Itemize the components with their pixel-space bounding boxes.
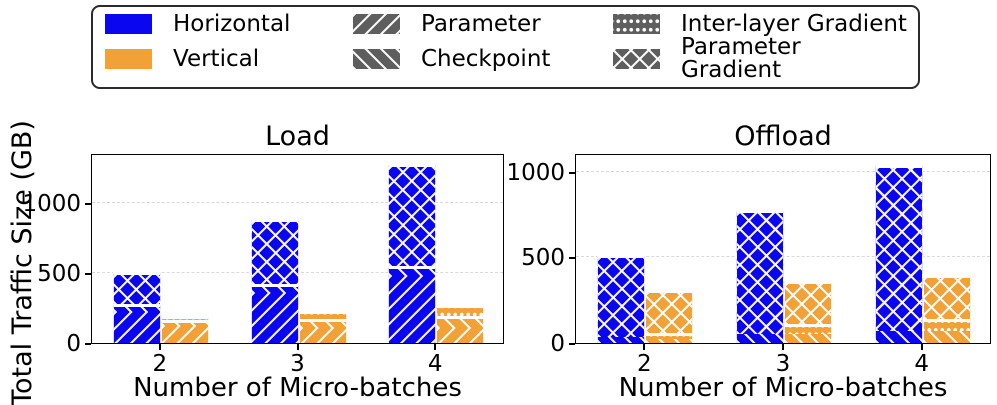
vertical-parameter-gradient-segment xyxy=(784,281,832,325)
horizontal-parameter-gradient-segment xyxy=(874,165,923,332)
horizontal-parameter-gradient-segment xyxy=(597,254,646,338)
horizontal-checkpoint-segment xyxy=(112,303,161,312)
vertical-checkpoint-segment xyxy=(436,316,485,329)
legend-item-inter-layer-gradient: Inter-layer Gradient xyxy=(613,10,908,37)
horizontal-checkpoint-segment xyxy=(874,331,923,343)
horizontal-parameter-gradient-segment xyxy=(250,218,299,285)
vertical-bar-2 xyxy=(645,153,694,343)
load-plot-title: Load xyxy=(265,121,330,152)
y-tick-mark xyxy=(85,343,91,345)
x-tick-mark xyxy=(920,344,923,350)
vertical-checkpoint-segment xyxy=(160,319,209,327)
horizontal-checkpoint-segment xyxy=(736,333,784,343)
gridline-y-1000 xyxy=(92,202,503,204)
y-tick-label: 500 xyxy=(521,245,565,272)
vertical-bar-4 xyxy=(922,153,971,343)
y-tick-label: 500 xyxy=(37,261,81,288)
horizontal-parameter-gradient-segment xyxy=(736,210,784,334)
load-plot-area xyxy=(91,154,504,344)
horizontal-bar-3 xyxy=(736,153,784,343)
vertical-inter-layer-gradient-segment xyxy=(784,324,832,335)
legend-label-horizontal: Horizontal xyxy=(173,10,291,37)
horizontal-parameter-segment xyxy=(250,292,299,343)
y-tick-label: 0 xyxy=(550,331,565,357)
horizontal-checkpoint-segment xyxy=(597,337,646,343)
vertical-checkpoint-segment xyxy=(645,338,694,343)
legend-item-parameter: Parameter xyxy=(353,10,613,37)
legend-item-vertical: Vertical xyxy=(105,45,353,72)
y-tick-label: 1000 xyxy=(22,191,81,218)
y-tick-label: 0 xyxy=(66,331,81,357)
x-tick-mark xyxy=(434,344,437,350)
legend-label-checkpoint: Checkpoint xyxy=(421,45,551,72)
x-tick-label: 4 xyxy=(427,351,443,377)
y-tick-label: 1000 xyxy=(506,159,565,186)
legend-item-checkpoint: Checkpoint xyxy=(353,45,613,72)
vertical-checkpoint-segment xyxy=(784,334,832,343)
horizontal-checkpoint-segment xyxy=(250,284,299,293)
y-tick-mark xyxy=(85,273,91,276)
vertical-parameter-gradient-segment xyxy=(922,275,971,320)
legend-label-parameter-gradient: Parameter Gradient xyxy=(681,34,801,83)
vertical-bar-4 xyxy=(436,153,485,343)
offload-x-axis-label: Number of Micro-batches xyxy=(618,373,948,403)
x-tick-mark xyxy=(643,344,646,350)
vertical-parameter-segment xyxy=(436,328,485,343)
y-tick-mark xyxy=(569,171,575,174)
y-tick-mark xyxy=(85,203,91,206)
load-x-axis-label: Number of Micro-batches xyxy=(133,373,462,403)
legend-label-vertical: Vertical xyxy=(173,45,260,72)
legend-item-horizontal: Horizontal xyxy=(105,10,353,37)
x-tick-mark xyxy=(782,344,784,350)
horizontal-bar-4 xyxy=(874,153,923,343)
x-tick-mark xyxy=(158,344,161,350)
horizontal-parameter-gradient-segment xyxy=(112,271,161,304)
horizontal-checkpoint-segment xyxy=(388,266,437,276)
vertical-inter-layer-gradient-segment xyxy=(645,332,694,339)
horizontal-bar-4 xyxy=(388,153,437,343)
parameter-gradient-hatch-icon xyxy=(613,49,660,69)
x-tick-mark xyxy=(296,344,299,350)
vertical-parameter-segment xyxy=(160,326,209,343)
y-tick-mark xyxy=(569,343,575,345)
horizontal-swatch-icon xyxy=(105,14,152,34)
vertical-checkpoint-segment xyxy=(298,319,347,328)
y-tick-mark xyxy=(569,257,575,260)
vertical-checkpoint-segment xyxy=(922,331,971,343)
x-tick-label: 2 xyxy=(637,351,652,377)
offload-plot-title: Offload xyxy=(734,121,832,152)
x-tick-label: 4 xyxy=(914,351,929,377)
x-tick-label: 3 xyxy=(775,351,791,377)
horizontal-bar-2 xyxy=(112,153,161,343)
legend-label-parameter: Parameter xyxy=(421,10,541,37)
vertical-swatch-icon xyxy=(105,49,152,69)
inter-layer-gradient-hatch-icon xyxy=(613,14,660,34)
vertical-bar-3 xyxy=(784,153,832,343)
x-tick-label: 2 xyxy=(152,351,168,377)
horizontal-parameter-segment xyxy=(388,275,437,343)
legend: Horizontal Vertical Parameter Checkpoint… xyxy=(91,5,920,89)
horizontal-bar-3 xyxy=(250,153,299,343)
x-tick-label: 3 xyxy=(290,351,305,377)
vertical-bar-3 xyxy=(298,153,347,343)
vertical-parameter-segment xyxy=(298,327,347,343)
horizontal-bar-2 xyxy=(597,153,646,343)
vertical-inter-layer-gradient-segment xyxy=(298,310,347,320)
offload-plot-area xyxy=(575,154,991,344)
vertical-bar-2 xyxy=(160,153,209,343)
gridline-y-1000 xyxy=(576,170,990,172)
checkpoint-hatch-icon xyxy=(353,49,400,69)
legend-label-inter-layer-gradient: Inter-layer Gradient xyxy=(681,10,907,37)
vertical-inter-layer-gradient-segment xyxy=(160,315,209,320)
vertical-inter-layer-gradient-segment xyxy=(436,304,485,317)
vertical-inter-layer-gradient-segment xyxy=(922,319,971,332)
horizontal-parameter-segment xyxy=(112,311,161,343)
legend-item-parameter-gradient: Parameter Gradient xyxy=(613,36,908,82)
horizontal-parameter-gradient-segment xyxy=(388,164,437,267)
vertical-parameter-gradient-segment xyxy=(645,289,694,333)
parameter-hatch-icon xyxy=(353,14,400,34)
